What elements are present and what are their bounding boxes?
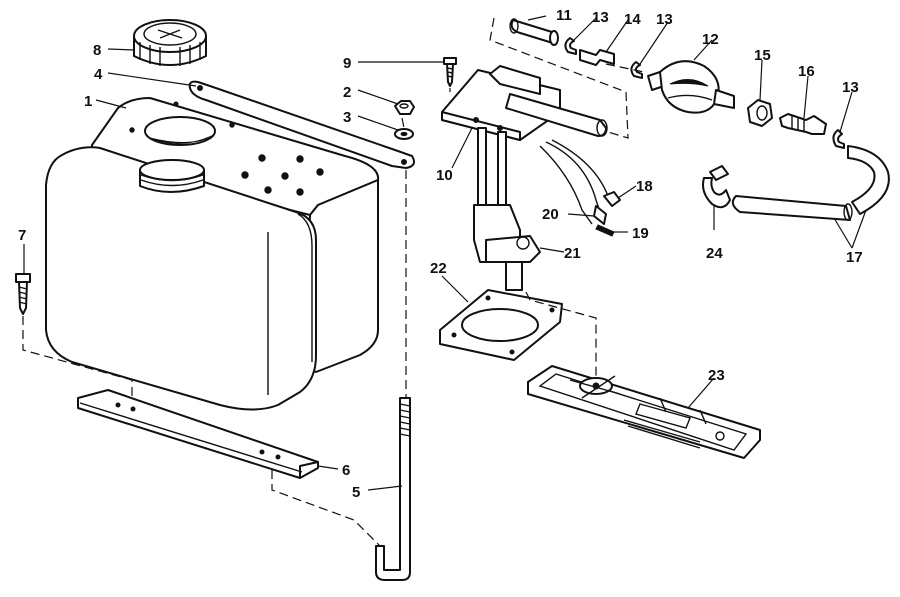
sender-wires	[539, 139, 621, 237]
callout-11: 11	[556, 7, 572, 24]
callout-4: 4	[94, 66, 103, 83]
washer	[394, 128, 414, 140]
clamp-upper	[564, 37, 577, 55]
callout-7: 7	[18, 227, 26, 244]
hose-clamp	[702, 165, 731, 209]
callout-20: 20	[542, 206, 559, 223]
hose-nut	[747, 99, 773, 127]
callout-1: 1	[84, 93, 92, 110]
callout-22: 22	[430, 260, 447, 277]
fuel-hose	[731, 145, 890, 221]
callout-5: 5	[352, 484, 360, 501]
callout-2: 2	[343, 84, 351, 101]
leader-lines	[23, 15, 867, 491]
callout-3: 3	[343, 109, 351, 126]
clamp-lower	[832, 129, 845, 149]
callout-labels: 1 2 3 4 5 6 7 8 9 10 11 12 13 13 13 14 1…	[18, 7, 863, 501]
lag-screw	[15, 273, 31, 315]
callout-19: 19	[632, 225, 649, 242]
callout-13a: 13	[592, 9, 609, 26]
mounting-bracket	[77, 389, 319, 479]
callout-9: 9	[343, 55, 351, 72]
callout-13c: 13	[842, 79, 859, 96]
callout-21: 21	[564, 245, 581, 262]
callout-6: 6	[342, 462, 350, 479]
callout-15: 15	[754, 47, 771, 64]
fuel-tank	[45, 97, 380, 411]
primer-bulb	[647, 60, 735, 114]
callout-23: 23	[708, 367, 725, 384]
j-bolt	[375, 397, 411, 581]
quick-connector	[779, 113, 827, 135]
callout-17: 17	[846, 249, 863, 266]
hold-down-strap	[188, 80, 415, 169]
callout-12: 12	[702, 31, 719, 48]
assembly-lines	[22, 17, 645, 547]
sender-plate	[527, 365, 761, 459]
gasket	[439, 289, 563, 361]
nut	[394, 100, 415, 115]
callout-24: 24	[706, 245, 723, 262]
callout-16: 16	[798, 63, 815, 80]
callout-18: 18	[636, 178, 653, 195]
screw	[443, 57, 457, 87]
callout-13b: 13	[656, 11, 673, 28]
short-hose	[509, 18, 559, 46]
callout-8: 8	[93, 42, 101, 59]
callout-10: 10	[436, 167, 453, 184]
filler-cap	[133, 19, 207, 66]
callout-14: 14	[624, 11, 641, 28]
clamp-middle	[630, 61, 643, 79]
fuel-pickup-assembly	[441, 65, 608, 291]
connector	[579, 49, 615, 66]
